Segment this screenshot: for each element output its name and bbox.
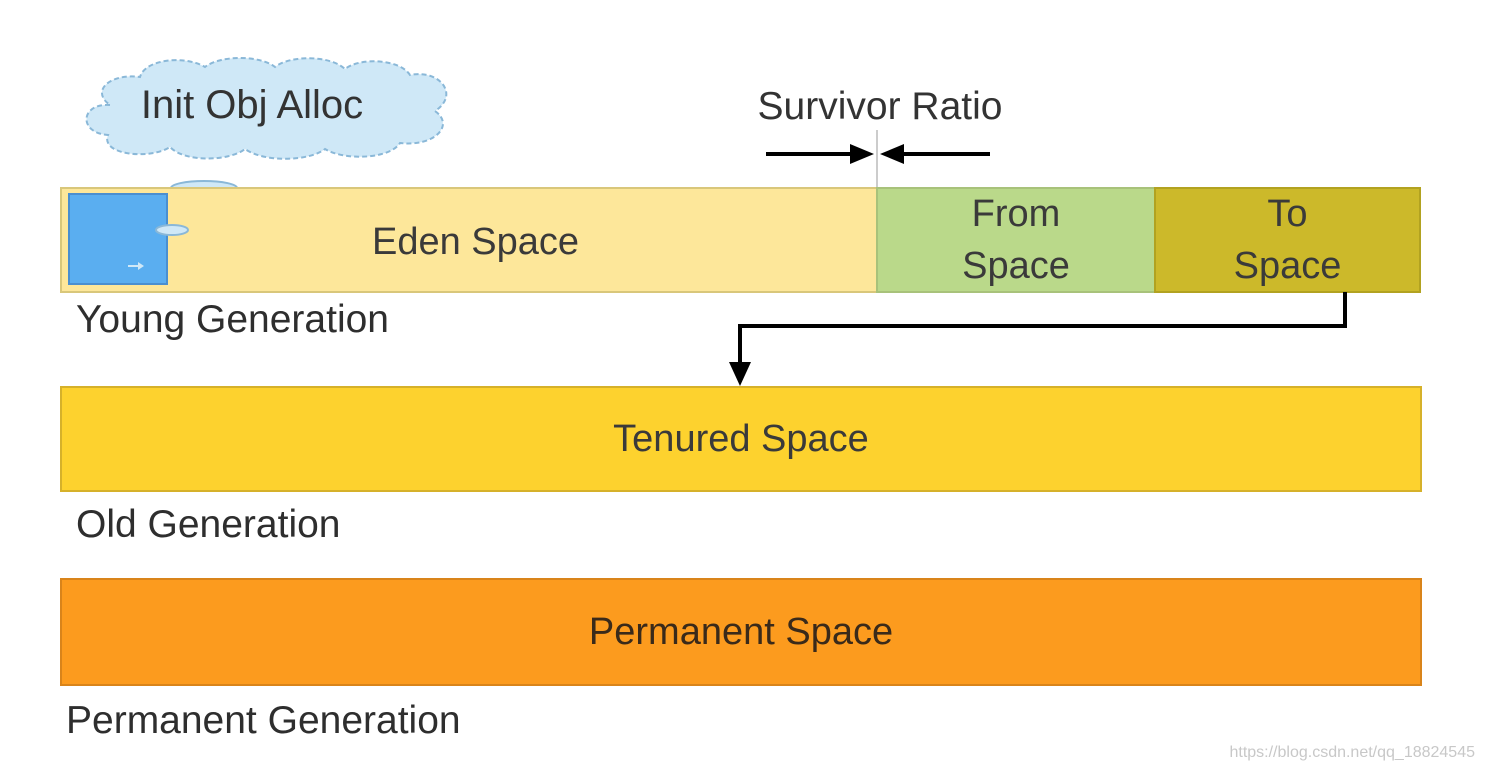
tenured-space-label: Tenured Space	[613, 418, 869, 460]
new-object-block	[68, 193, 168, 285]
cloud-callout-shape	[85, 57, 448, 160]
permanent-generation-label: Permanent Generation	[66, 699, 461, 742]
to-space-bar: To Space	[1154, 187, 1421, 293]
object-allocation-marks	[128, 224, 189, 270]
young-generation-label: Young Generation	[76, 298, 389, 341]
from-space-bar: From Space	[876, 187, 1156, 293]
init-obj-alloc-label: Init Obj Alloc	[140, 83, 364, 127]
permanent-space-label: Permanent Space	[588, 611, 894, 653]
eden-space-bar: Eden Space	[60, 187, 878, 293]
old-generation-label: Old Generation	[76, 503, 341, 546]
tenured-space-bar: Tenured Space	[60, 386, 1422, 492]
survivor-ratio-arrows	[766, 130, 990, 190]
to-space-label-line2: Space	[1233, 245, 1342, 287]
survivor-ratio-label: Survivor Ratio	[757, 85, 1003, 128]
watermark: https://blog.csdn.net/qq_18824545	[1229, 744, 1475, 761]
from-space-label-line1: From	[971, 193, 1061, 235]
eden-space-label: Eden Space	[372, 221, 580, 263]
permanent-space-bar: Permanent Space	[60, 578, 1422, 686]
promotion-arrow	[729, 292, 1347, 386]
from-space-label-line2: Space	[962, 245, 1070, 287]
to-space-label-line1: To	[1267, 193, 1308, 235]
